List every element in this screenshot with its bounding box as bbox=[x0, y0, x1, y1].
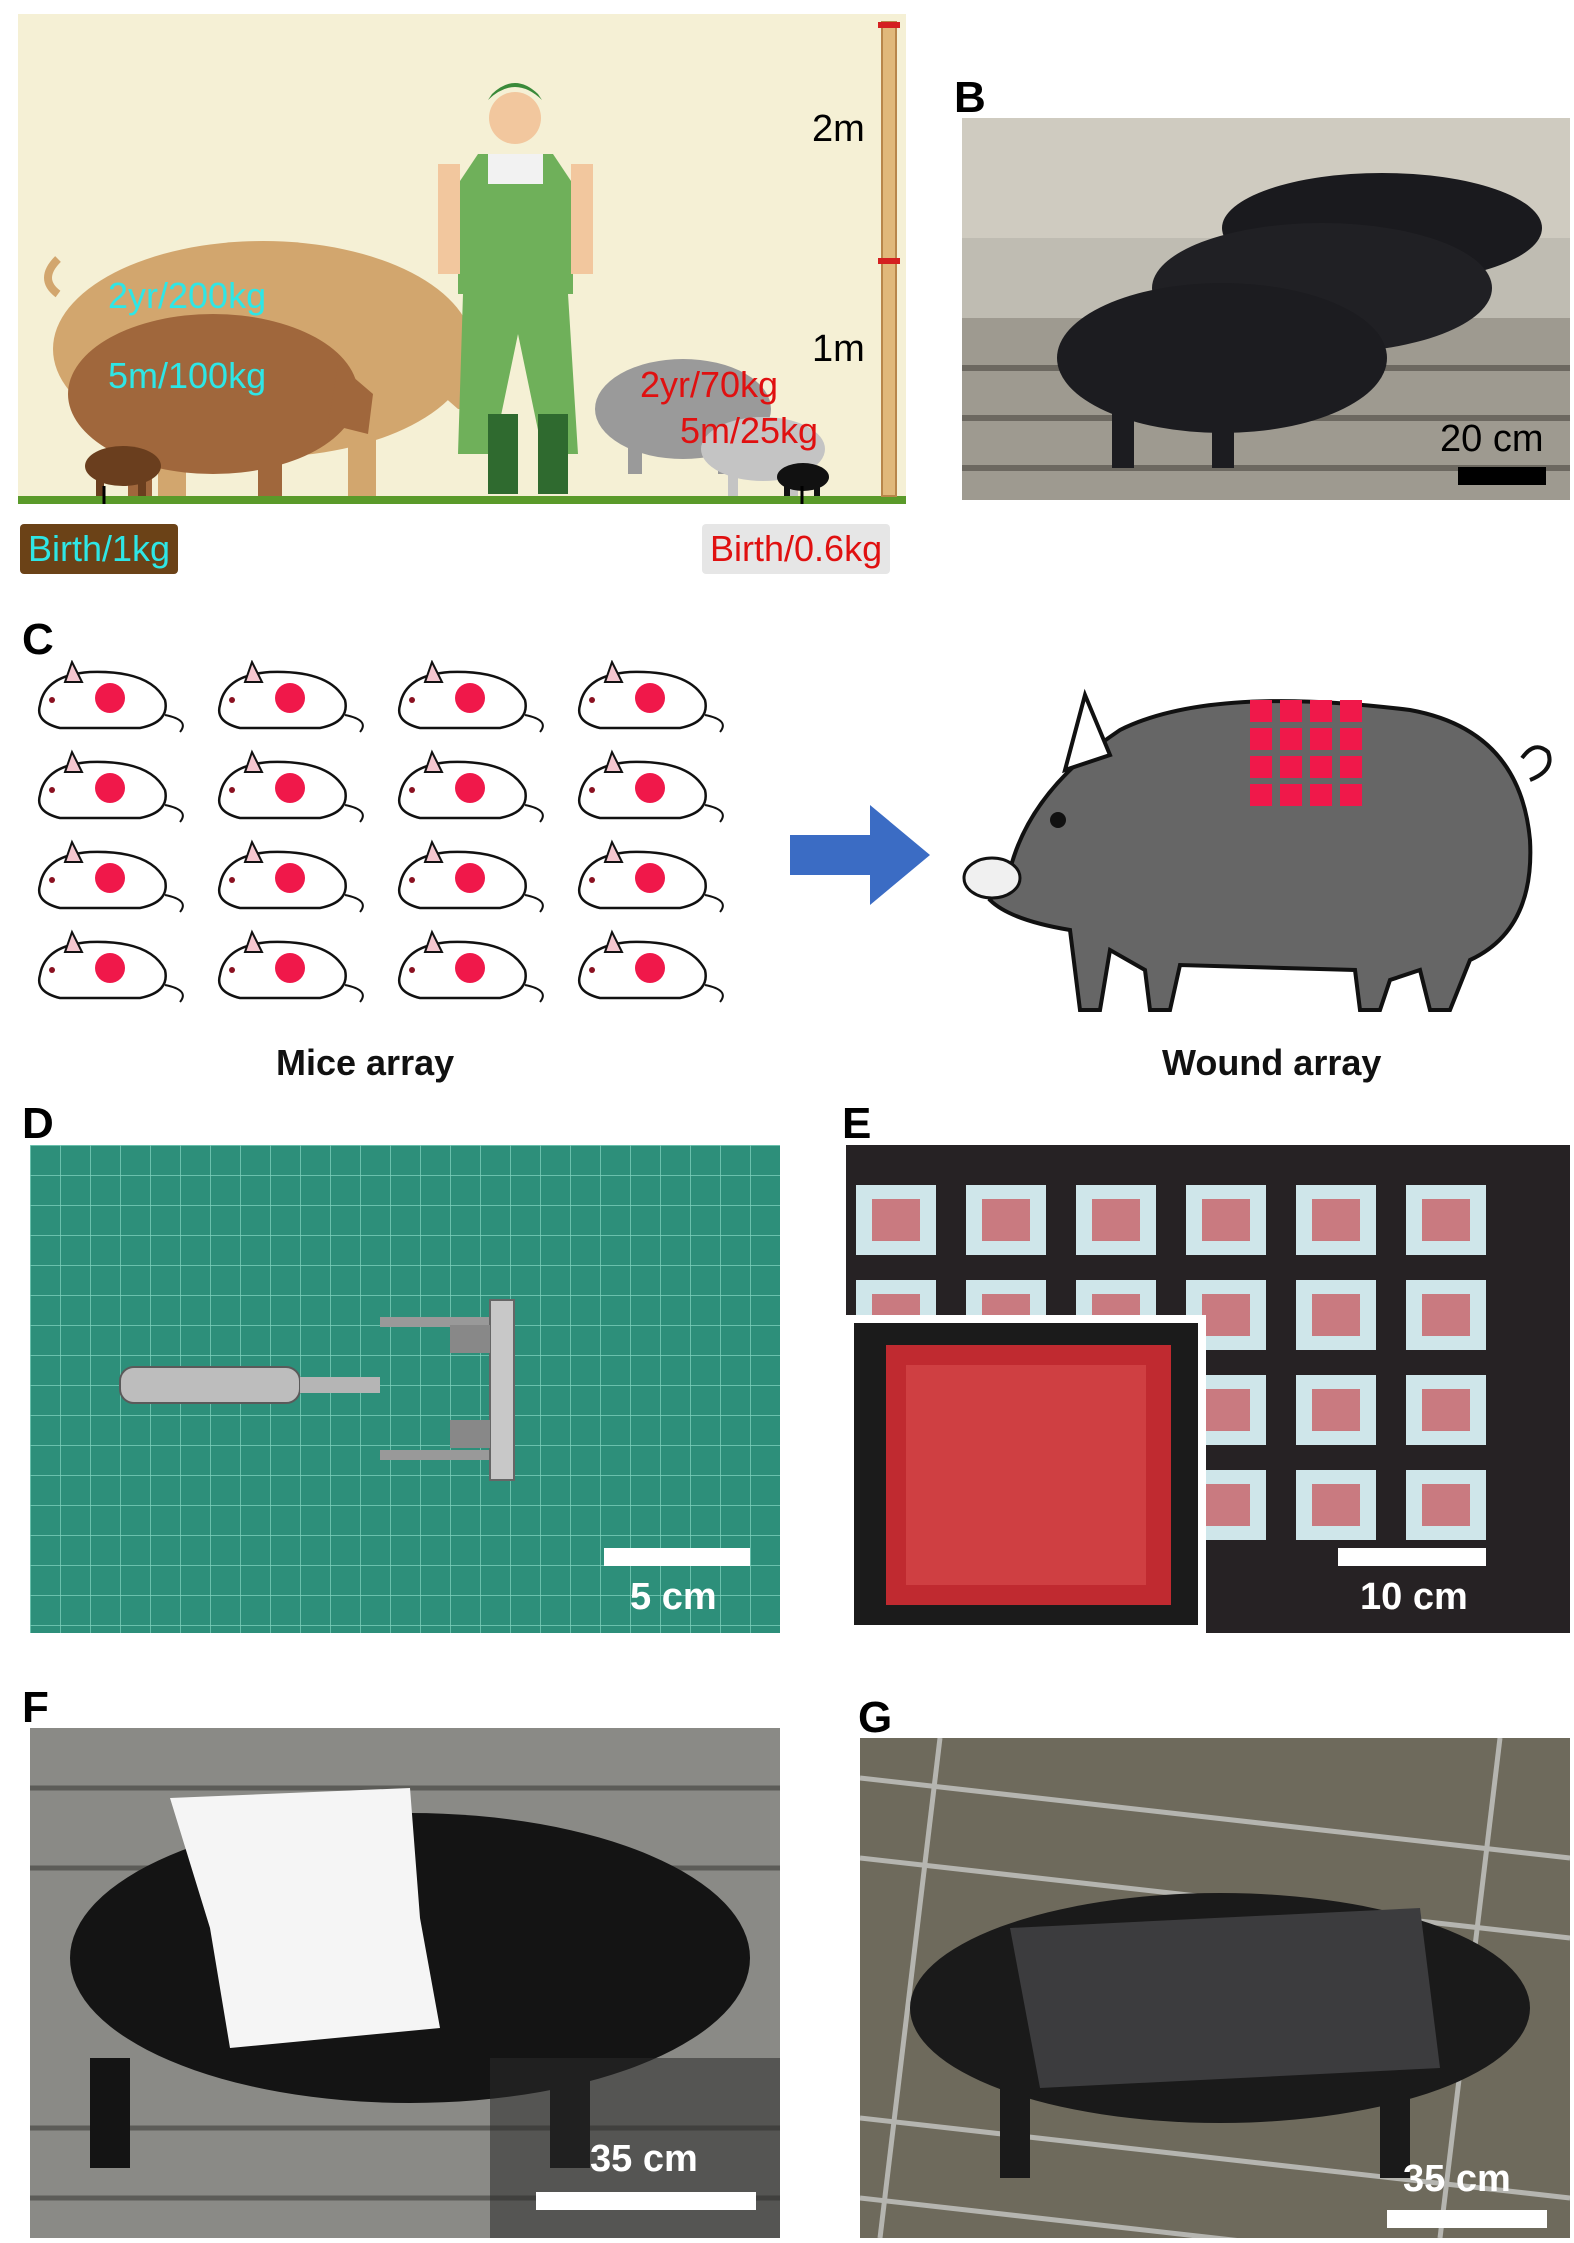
wound-square bbox=[1250, 700, 1272, 722]
wound-square bbox=[1280, 784, 1302, 806]
height-label-1m: 1m bbox=[812, 328, 865, 370]
wound-square bbox=[1340, 784, 1362, 806]
mouse-icon bbox=[37, 929, 184, 1003]
panel-label-e: E bbox=[842, 1099, 872, 1148]
panel-label-b: B bbox=[954, 73, 986, 122]
wound-array-caption: Wound array bbox=[1162, 1042, 1382, 1083]
large-pig-adult-label: 2yr/200kg bbox=[108, 275, 267, 316]
panel-f-scale-text: 35 cm bbox=[590, 2138, 698, 2180]
wound-bed bbox=[1312, 1199, 1360, 1241]
mouse-icon bbox=[577, 749, 724, 823]
mini-pig-adult-label: 2yr/70kg bbox=[640, 364, 779, 405]
wound-bed bbox=[1202, 1294, 1250, 1336]
large-pig-birth-silhouette bbox=[85, 446, 161, 496]
mouse-icon bbox=[37, 839, 184, 913]
mouse-icon bbox=[217, 749, 364, 823]
wound-bed bbox=[1422, 1199, 1470, 1241]
wound-square bbox=[1250, 784, 1272, 806]
mice-array-illustration bbox=[30, 659, 750, 1040]
wound-square bbox=[1340, 728, 1362, 750]
panel-label-g: G bbox=[858, 1693, 893, 1742]
wound-square bbox=[1250, 728, 1272, 750]
panel-label-d: D bbox=[22, 1099, 54, 1148]
mouse-icon bbox=[577, 929, 724, 1003]
wound-bed bbox=[1312, 1389, 1360, 1431]
wound-square bbox=[1310, 700, 1332, 722]
wound-square bbox=[1310, 784, 1332, 806]
panel-e-scale-bar bbox=[1338, 1548, 1486, 1566]
panel-d-scale-text: 5 cm bbox=[630, 1576, 717, 1618]
farmer-silhouette bbox=[438, 83, 593, 494]
panel-b-scale-bar bbox=[1458, 467, 1546, 485]
panel-f-photo bbox=[30, 1728, 780, 2238]
panel-g-scale-text: 35 cm bbox=[1403, 2158, 1511, 2200]
mouse-icon bbox=[397, 839, 544, 913]
panel-e-scale-text: 10 cm bbox=[1360, 1576, 1468, 1618]
wound-square bbox=[1280, 728, 1302, 750]
panel-b-scale-text: 20 cm bbox=[1440, 418, 1544, 460]
wound-square bbox=[1280, 756, 1302, 778]
wound-square bbox=[1280, 700, 1302, 722]
panel-b-photo bbox=[962, 118, 1570, 500]
panel-g-photo bbox=[860, 1738, 1570, 2238]
large-pig-young-label: 5m/100kg bbox=[108, 355, 267, 396]
mini-birth-label: Birth/0.6kg bbox=[702, 524, 891, 574]
wound-bed bbox=[1202, 1389, 1250, 1431]
wound-bed bbox=[1422, 1294, 1470, 1336]
panel-label-c: C bbox=[22, 615, 54, 664]
wound-bed bbox=[1312, 1294, 1360, 1336]
wound-bed bbox=[1312, 1484, 1360, 1526]
mouse-icon bbox=[37, 659, 184, 733]
wound-square bbox=[1340, 756, 1362, 778]
panel-label-f: F bbox=[22, 1683, 49, 1732]
mini-pig-young-label: 5m/25kg bbox=[680, 410, 819, 451]
wound-square bbox=[1310, 756, 1332, 778]
wound-bed bbox=[982, 1199, 1030, 1241]
wound-bed bbox=[872, 1199, 920, 1241]
panel-f-scale-bar bbox=[536, 2192, 756, 2210]
pig-wound-array-illustration bbox=[950, 670, 1570, 1040]
mouse-icon bbox=[577, 839, 724, 913]
mouse-icon bbox=[397, 659, 544, 733]
panel-a-illustration bbox=[18, 14, 906, 526]
wound-bed bbox=[1422, 1484, 1470, 1526]
mouse-icon bbox=[397, 929, 544, 1003]
panel-e-photo bbox=[846, 1145, 1570, 1633]
height-label-2m: 2m bbox=[812, 108, 865, 150]
mouse-icon bbox=[397, 749, 544, 823]
mouse-icon bbox=[37, 749, 184, 823]
wound-bed bbox=[1092, 1199, 1140, 1241]
large-birth-label: Birth/1kg bbox=[20, 524, 179, 574]
panel-d-scale-bar bbox=[604, 1548, 750, 1566]
mice-array-caption: Mice array bbox=[276, 1042, 455, 1083]
mouse-icon bbox=[217, 839, 364, 913]
mouse-icon bbox=[577, 659, 724, 733]
wound-square bbox=[1250, 756, 1272, 778]
mouse-icon bbox=[217, 659, 364, 733]
wound-bed bbox=[1202, 1484, 1250, 1526]
wound-bed bbox=[1422, 1389, 1470, 1431]
mouse-icon bbox=[217, 929, 364, 1003]
wound-square bbox=[1340, 700, 1362, 722]
wound-square bbox=[1310, 728, 1332, 750]
wound-bed bbox=[1202, 1199, 1250, 1241]
mini-pig-birth-silhouette bbox=[777, 463, 829, 496]
panel-g-scale-bar bbox=[1387, 2210, 1547, 2228]
arrow-icon bbox=[790, 805, 930, 910]
